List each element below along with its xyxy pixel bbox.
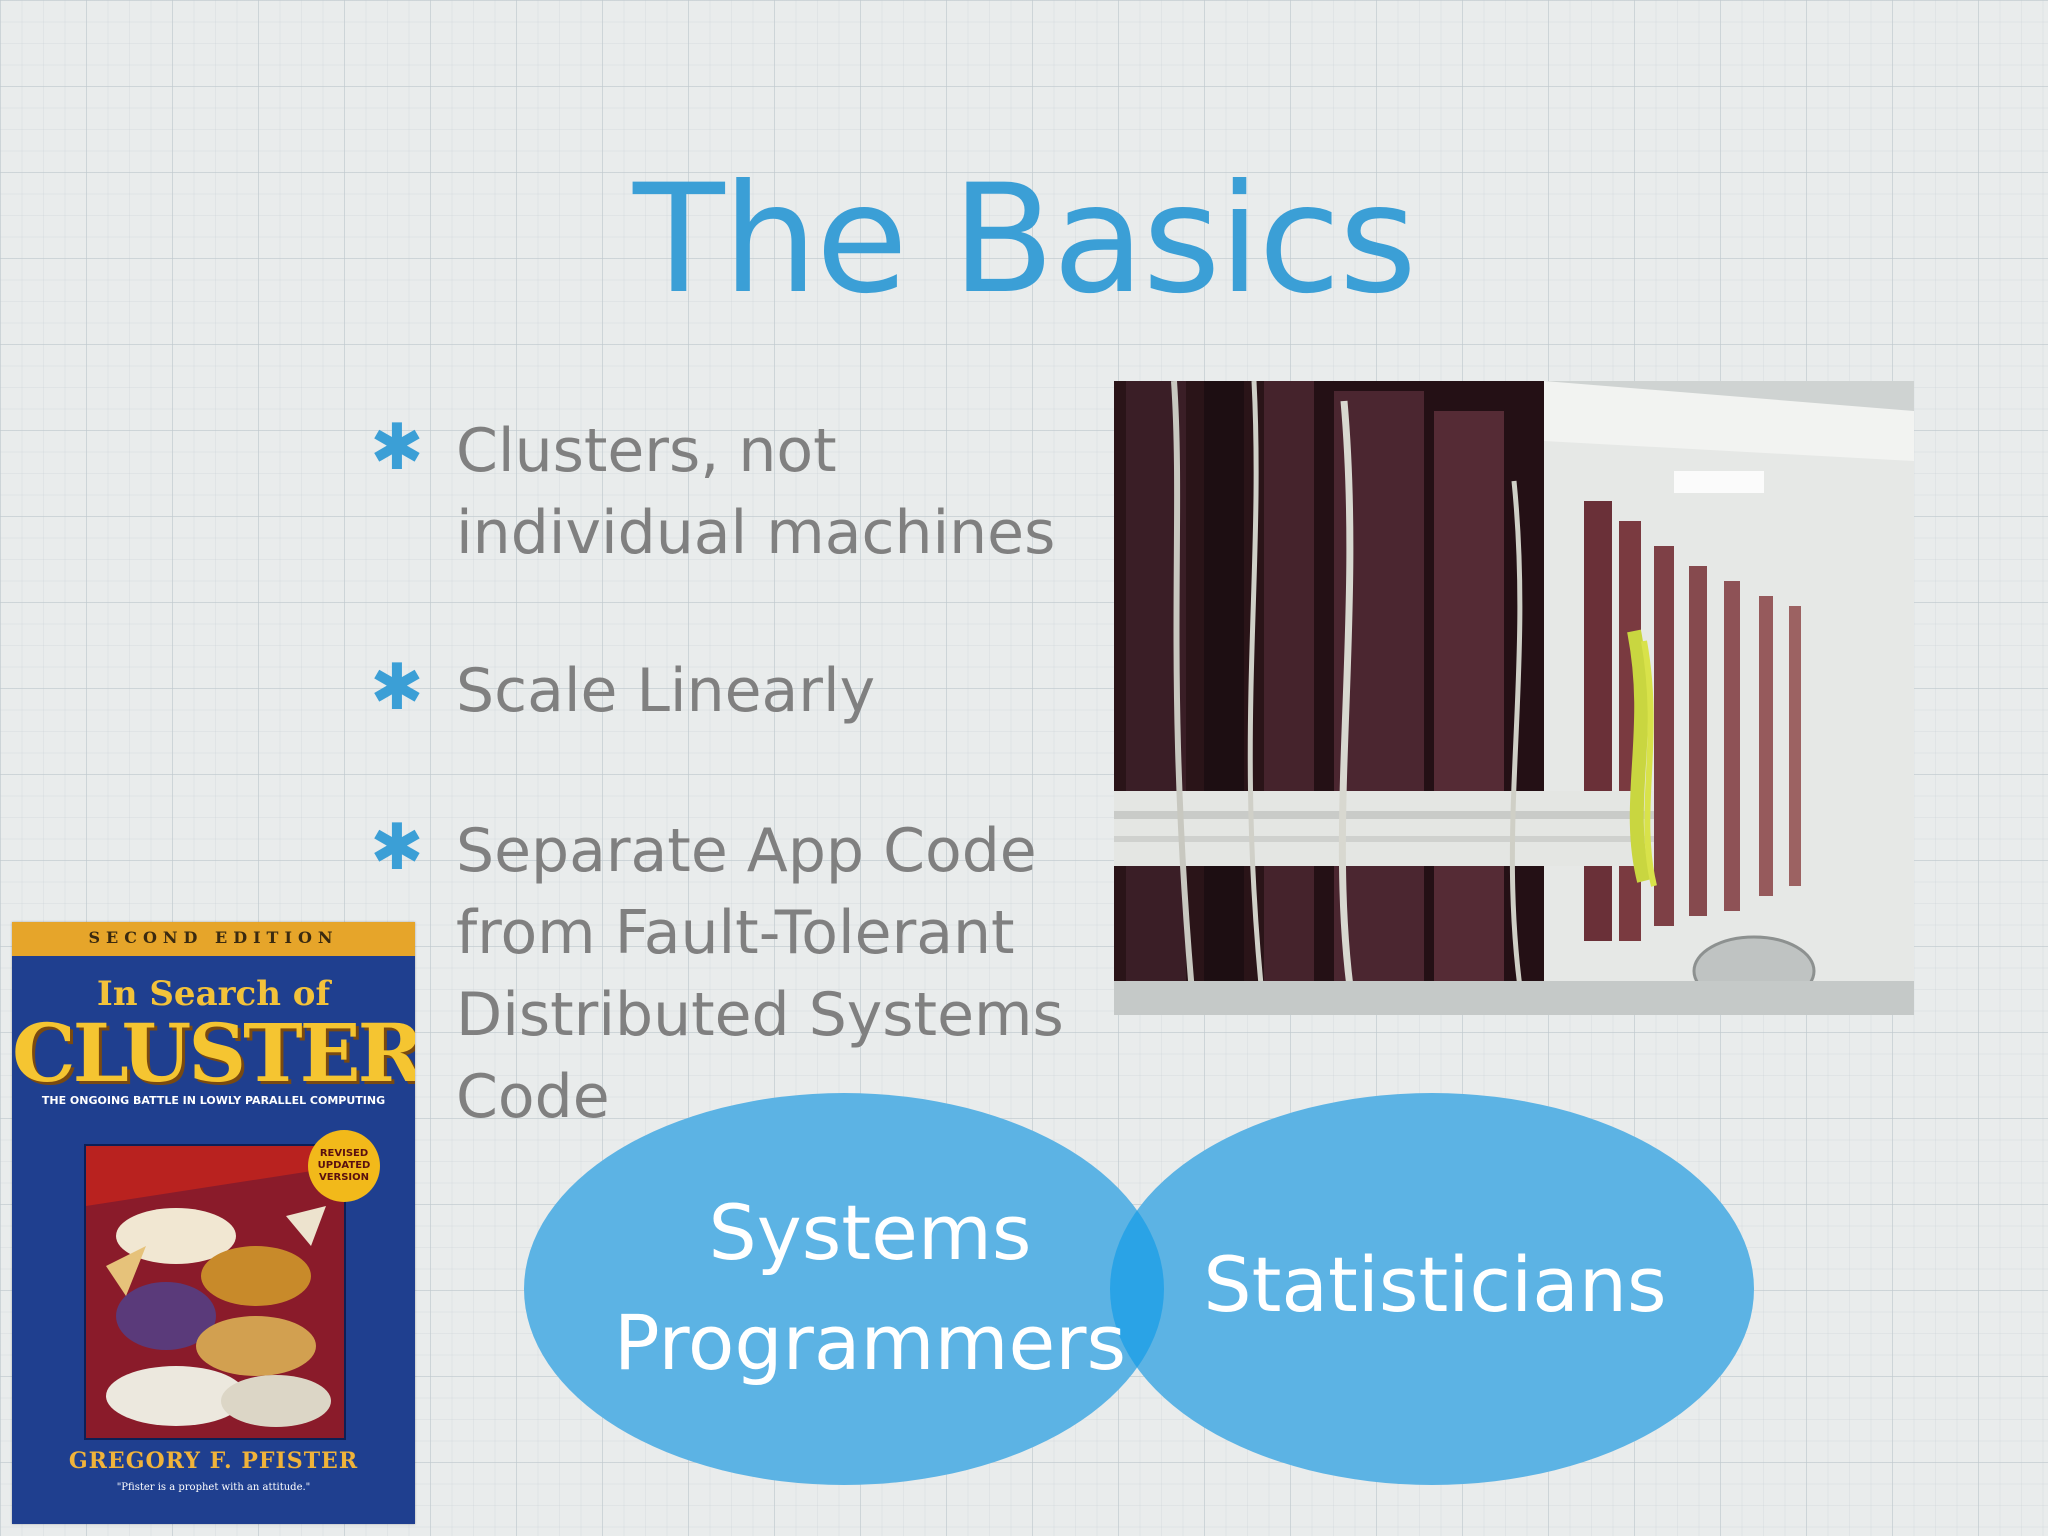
venn-label-statisticians: Statisticians	[1203, 1240, 1667, 1329]
book-edition: SECOND EDITION	[88, 928, 339, 947]
asterisk-icon: ✱	[370, 411, 424, 485]
book-author: GREGORY F. PFISTER	[68, 1448, 359, 1474]
server-racks-illustration	[1114, 381, 1914, 1015]
venn-circle-right	[1110, 1093, 1754, 1485]
book-title-line1: In Search of	[96, 974, 331, 1014]
book-tagline: THE ONGOING BATTLE IN LOWLY PARALLEL COM…	[41, 1094, 386, 1107]
venn-circle-left	[524, 1093, 1164, 1485]
asterisk-icon: ✱	[370, 811, 424, 885]
book-cover-illustration	[84, 1144, 346, 1440]
asterisk-icon: ✱	[370, 651, 424, 725]
venn-diagram: Systems Programmers Statisticians	[520, 1090, 1760, 1490]
book-badge: REVISED UPDATED VERSION	[308, 1130, 380, 1202]
bullet-text: Scale Linearly	[456, 656, 876, 726]
book-edition-band	[12, 922, 415, 956]
dogs-illustration	[86, 1146, 344, 1438]
book-cover: SECOND EDITION In Search of CLUSTERS THE…	[12, 922, 415, 1524]
book-quote: "Pfister is a prophet with an attitude."	[116, 1482, 311, 1493]
bullet-text: Separate App Code from Fault-Tolerant Di…	[456, 816, 1064, 1132]
venn-label-systems-programmers: Systems Programmers	[613, 1188, 1127, 1387]
server-room-photo	[1114, 381, 1914, 1015]
slide-title: The Basics	[633, 153, 1417, 327]
book-title-line2: CLUSTERS	[12, 1006, 415, 1100]
bullet-text: Clusters, not individual machines	[456, 416, 1056, 568]
